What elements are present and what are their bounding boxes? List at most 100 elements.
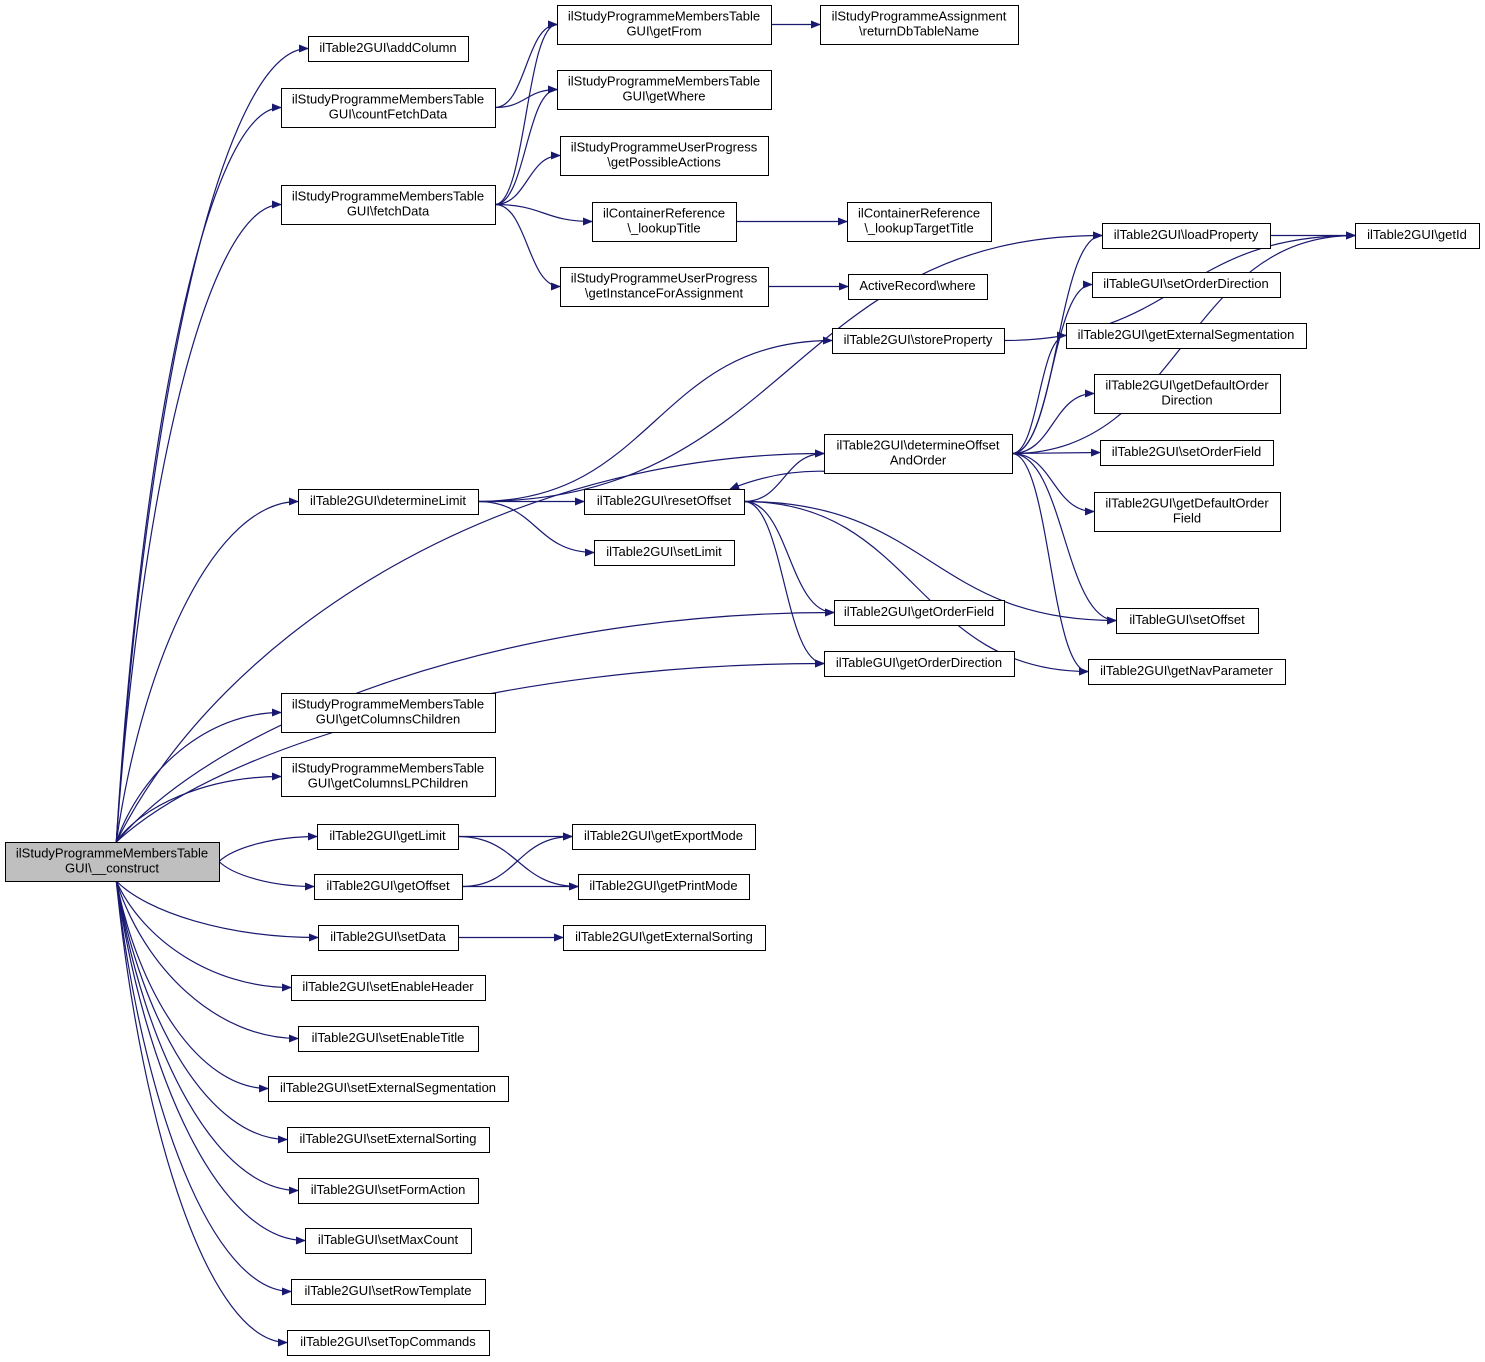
node-getPossibleActions[interactable]: ilStudyProgrammeUserProgress\getPossible…: [560, 136, 769, 176]
node-setEnableTitle[interactable]: ilTable2GUI\setEnableTitle: [298, 1026, 479, 1052]
node-box: [317, 824, 459, 850]
node-setTopCommands[interactable]: ilTable2GUI\setTopCommands: [287, 1330, 490, 1356]
node-setFormAction[interactable]: ilTable2GUI\setFormAction: [298, 1178, 479, 1204]
node-returnDbTableName[interactable]: ilStudyProgrammeAssignment\returnDbTable…: [820, 5, 1019, 45]
node-label: GUI\getColumnsLPChildren: [308, 776, 468, 791]
edge-root-to-setEnableHeader: [115, 880, 292, 992]
node-label: ilTable2GUI\getOffset: [326, 878, 450, 893]
call-edges: [115, 20, 1356, 1347]
edge-root-to-countFetchData: [115, 103, 282, 843]
node-setLimit[interactable]: ilTable2GUI\setLimit: [594, 540, 735, 566]
edge-root-to-determineOffsetAndOrder: [115, 449, 825, 843]
node-label: \_lookupTargetTitle: [864, 221, 973, 236]
edge-root-to-getOrderDirection: [115, 659, 825, 843]
node-setExternalSegmentation[interactable]: ilTable2GUI\setExternalSegmentation: [268, 1076, 509, 1102]
node-label: ilTable2GUI\setData: [330, 929, 446, 944]
node-box: [820, 5, 1019, 45]
edge-resetOffset-to-getNavParameter: [743, 500, 1089, 676]
node-getInstanceForAssignment[interactable]: ilStudyProgrammeUserProgress\getInstance…: [560, 267, 769, 307]
node-where[interactable]: ActiveRecord\where: [848, 274, 988, 300]
node-getPrintMode[interactable]: ilTable2GUI\getPrintMode: [578, 874, 750, 900]
edge-resetOffset-to-getOrderDirection: [743, 500, 825, 668]
edge-root-to-getColumnsChildren: [115, 708, 282, 843]
node-setOrderField[interactable]: ilTable2GUI\setOrderField: [1100, 440, 1274, 466]
edge-determineOffsetAndOrder-to-resetOffset: [729, 470, 825, 490]
node-storeProperty[interactable]: ilTable2GUI\storeProperty: [832, 328, 1005, 354]
node-getId[interactable]: ilTable2GUI\getId: [1355, 223, 1480, 249]
node-getOffset[interactable]: ilTable2GUI\getOffset: [314, 874, 463, 900]
node-fetchData[interactable]: ilStudyProgrammeMembersTableGUI\fetchDat…: [281, 185, 496, 225]
edge-root-to-fetchData: [115, 200, 282, 843]
node-setExternalSorting[interactable]: ilTable2GUI\setExternalSorting: [287, 1127, 490, 1153]
node-box: [592, 202, 737, 242]
node-label: ilTable2GUI\storeProperty: [844, 332, 993, 347]
node-getColumnsChildren[interactable]: ilStudyProgrammeMembersTableGUI\getColum…: [281, 693, 496, 733]
node-label: ilStudyProgrammeMembersTable: [292, 761, 484, 776]
node-box: [557, 70, 772, 110]
edge-root-to-getOrderField: [115, 608, 835, 843]
node-getLimit[interactable]: ilTable2GUI\getLimit: [317, 824, 459, 850]
node-label: ilTable2GUI\setEnableHeader: [302, 979, 474, 994]
node-box: [572, 824, 756, 850]
node-box: [832, 328, 1005, 354]
node-getColumnsLPChildren[interactable]: ilStudyProgrammeMembersTableGUI\getColum…: [281, 757, 496, 797]
node-box: [314, 874, 463, 900]
node-setOrderDirection[interactable]: ilTableGUI\setOrderDirection: [1092, 272, 1281, 298]
node-getExternalSorting[interactable]: ilTable2GUI\getExternalSorting: [563, 925, 766, 951]
node-label: AndOrder: [890, 453, 947, 468]
edge-determineLimit-to-storeProperty: [477, 336, 833, 503]
edge-resetOffset-to-determineOffsetAndOrder: [743, 449, 825, 503]
node-box: [318, 925, 459, 951]
node-box: [291, 975, 486, 1001]
edge-countFetchData-to-getFrom: [494, 20, 558, 109]
node-box: [298, 1178, 479, 1204]
edge-root-to-getOffset: [218, 861, 315, 891]
node-label: ilTable2GUI\getDefaultOrder: [1105, 496, 1269, 511]
node-getExternalSegmentation[interactable]: ilTable2GUI\getExternalSegmentation: [1066, 323, 1307, 349]
edge-root-to-setMaxCount: [115, 880, 306, 1245]
node-setOffset[interactable]: ilTableGUI\setOffset: [1116, 608, 1259, 634]
node-box: [584, 489, 745, 515]
node-box: [281, 185, 496, 225]
edge-root-to-setTopCommands: [115, 880, 288, 1347]
node-label: GUI\getFrom: [626, 24, 701, 39]
node-loadProperty[interactable]: ilTable2GUI\loadProperty: [1102, 223, 1271, 249]
node-root[interactable]: ilStudyProgrammeMembersTableGUI\__constr…: [5, 842, 220, 882]
node-label: GUI\__construct: [65, 861, 159, 876]
node-label: ilStudyProgrammeMembersTable: [16, 846, 208, 861]
node-setEnableHeader[interactable]: ilTable2GUI\setEnableHeader: [291, 975, 486, 1001]
node-addColumn[interactable]: ilTable2GUI\addColumn: [308, 36, 469, 62]
node-label: ilTable2GUI\getExternalSorting: [575, 929, 753, 944]
node-label: \getPossibleActions: [607, 155, 721, 170]
node-getNavParameter[interactable]: ilTable2GUI\getNavParameter: [1088, 659, 1286, 685]
node-lookupTitle[interactable]: ilContainerReference\_lookupTitle: [592, 202, 737, 242]
edge-resetOffset-to-setOffset: [743, 500, 1117, 625]
node-box: [281, 757, 496, 797]
node-box: [287, 1330, 490, 1356]
node-label: Direction: [1161, 393, 1212, 408]
node-box: [291, 1279, 486, 1305]
node-countFetchData[interactable]: ilStudyProgrammeMembersTableGUI\countFet…: [281, 88, 496, 128]
edge-getLimit-to-getPrintMode: [457, 835, 579, 891]
node-label: ActiveRecord\where: [859, 278, 975, 293]
node-lookupTargetTitle[interactable]: ilContainerReference\_lookupTargetTitle: [847, 202, 992, 242]
node-box: [560, 136, 769, 176]
node-getExportMode[interactable]: ilTable2GUI\getExportMode: [572, 824, 756, 850]
node-box: [1116, 608, 1259, 634]
node-setData[interactable]: ilTable2GUI\setData: [318, 925, 459, 951]
node-getOrderDirection[interactable]: ilTableGUI\getOrderDirection: [824, 651, 1015, 677]
node-label: ilTable2GUI\setEnableTitle: [312, 1030, 465, 1045]
node-label: ilTable2GUI\getNavParameter: [1100, 663, 1273, 678]
node-setRowTemplate[interactable]: ilTable2GUI\setRowTemplate: [291, 1279, 486, 1305]
node-box: [824, 434, 1013, 474]
node-label: ilContainerReference: [858, 206, 980, 221]
node-resetOffset[interactable]: ilTable2GUI\resetOffset: [584, 489, 745, 515]
node-setMaxCount[interactable]: ilTableGUI\setMaxCount: [305, 1228, 472, 1254]
node-determineLimit[interactable]: ilTable2GUI\determineLimit: [298, 489, 479, 515]
node-getOrderField[interactable]: ilTable2GUI\getOrderField: [834, 600, 1005, 626]
